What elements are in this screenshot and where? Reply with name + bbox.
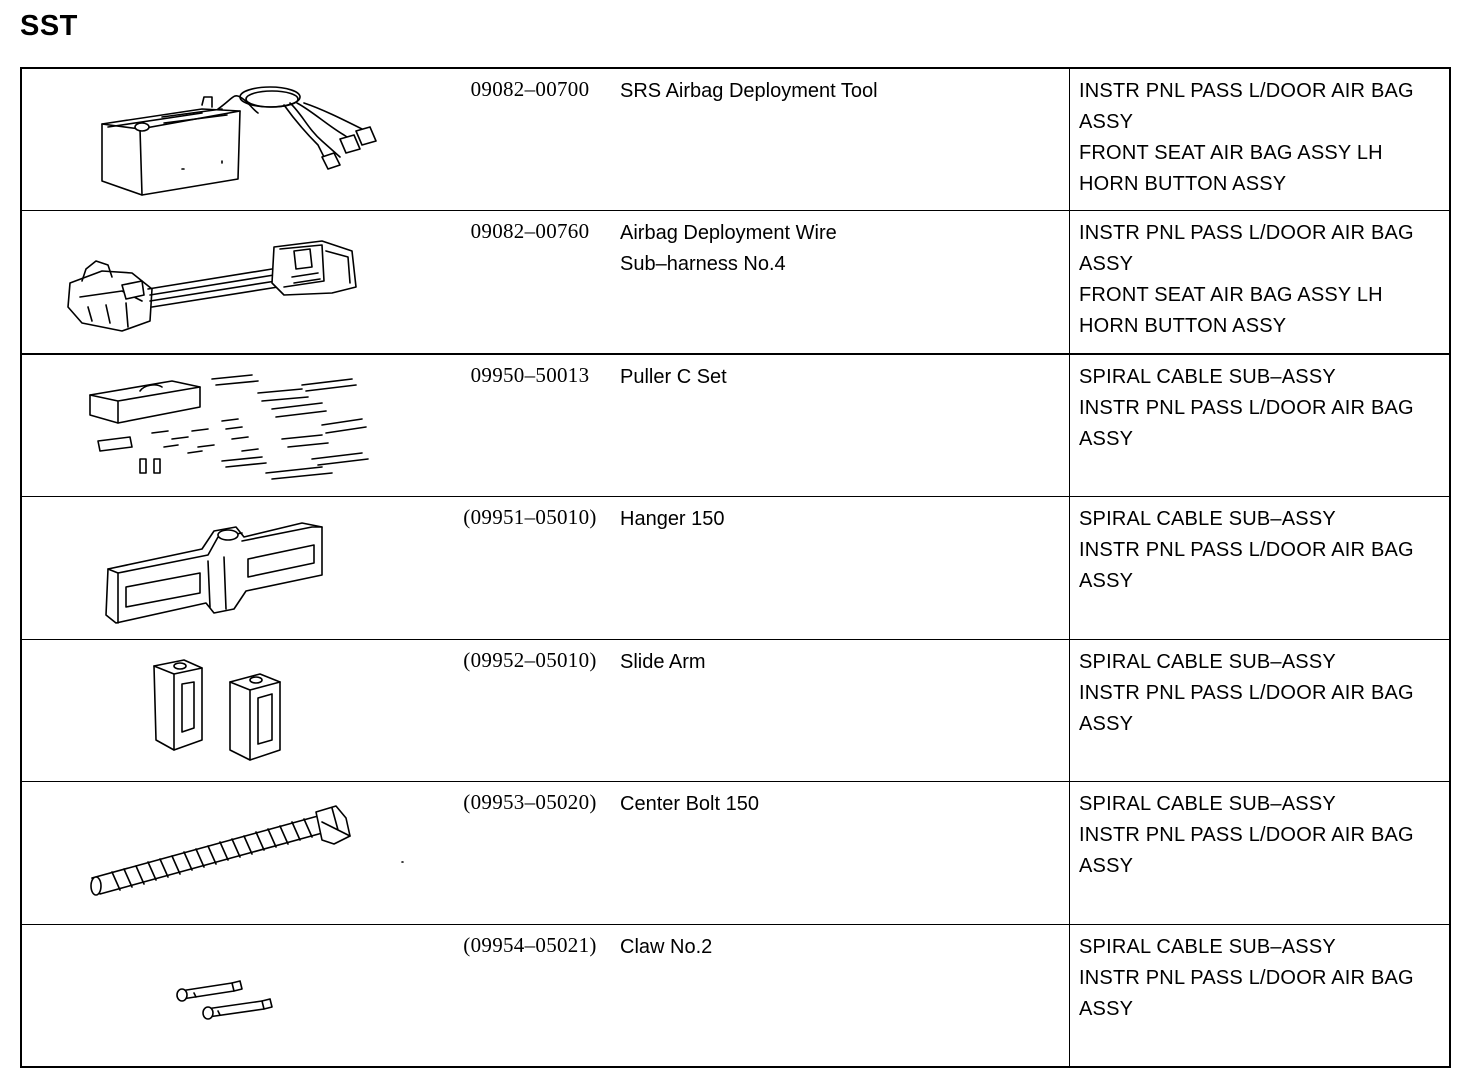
page-title: SST — [20, 10, 78, 42]
tool-name-line: Claw No.2 — [620, 935, 713, 958]
slide-arm-illustration — [22, 640, 442, 781]
usage-line: INSTR PNL PASS L/DOOR AIR BAG — [1079, 824, 1414, 847]
usage-list: SPIRAL CABLE SUB–ASSY INSTR PNL PASS L/D… — [1070, 640, 1449, 781]
tool-name-line: Center Bolt 150 — [620, 793, 759, 816]
usage-list: SPIRAL CABLE SUB–ASSY INSTR PNL PASS L/D… — [1070, 782, 1449, 923]
part-number: 09082–00700 — [470, 77, 590, 101]
usage-line: INSTR PNL PASS L/DOOR AIR BAG — [1079, 966, 1414, 989]
table-row: (09951–05010) Hanger 150 SPIRAL CABLE SU… — [22, 497, 1449, 640]
part-number: (09952–05010) — [463, 647, 597, 672]
usage-line: ASSY — [1079, 570, 1134, 593]
tool-name: Claw No.2 — [618, 924, 1070, 1066]
usage-line: SPIRAL CABLE SUB–ASSY — [1079, 365, 1336, 388]
part-number: 09950–50013 — [470, 362, 590, 387]
usage-line: FRONT SEAT AIR BAG ASSY LH — [1079, 142, 1383, 164]
center-bolt-illustration — [22, 782, 442, 923]
table-row: 09082–00700 SRS Airbag Deployment Tool I… — [22, 69, 1449, 212]
usage-line: ASSY — [1079, 253, 1134, 276]
usage-list: SPIRAL CABLE SUB–ASSY INSTR PNL PASS L/D… — [1070, 355, 1449, 496]
usage-list: INSTR PNL PASS L/DOOR AIR BAG ASSY FRONT… — [1070, 211, 1449, 352]
table-row: (09952–05010) Slide Arm SPIRAL CABLE SUB… — [22, 639, 1449, 783]
part-number: (09951–05010) — [463, 505, 597, 530]
table-row: 09082–00760 Airbag Deployment Wire Sub–h… — [22, 211, 1449, 355]
table-row: (09954–05021) Claw No.2 SPIRAL CABLE SUB… — [22, 924, 1449, 1066]
tool-name: Center Bolt 150 — [618, 782, 1070, 924]
part-number: (09954–05021) — [463, 932, 597, 957]
usage-line: INSTR PNL PASS L/DOOR AIR BAG — [1079, 396, 1414, 419]
tool-name: Airbag Deployment Wire Sub–harness No.4 — [618, 211, 1070, 353]
usage-line: ASSY — [1079, 997, 1134, 1020]
hanger-illustration — [22, 497, 442, 638]
sst-table: 09082–00700 SRS Airbag Deployment Tool I… — [20, 67, 1451, 1068]
usage-list: SPIRAL CABLE SUB–ASSY INSTR PNL PASS L/D… — [1070, 925, 1449, 1066]
usage-line: SPIRAL CABLE SUB–ASSY — [1079, 793, 1336, 816]
tool-name-line: Puller C Set — [620, 365, 727, 388]
table-row: 09950–50013 Puller C Set SPIRAL CABLE SU… — [22, 354, 1449, 498]
usage-line: ASSY — [1079, 427, 1134, 450]
usage-list: SPIRAL CABLE SUB–ASSY INSTR PNL PASS L/D… — [1070, 497, 1449, 638]
part-number: 09082–00760 — [470, 219, 590, 244]
puller-set-illustration — [22, 355, 442, 496]
usage-line: ASSY — [1079, 855, 1134, 878]
usage-line: INSTR PNL PASS L/DOOR AIR BAG — [1079, 80, 1414, 102]
tool-name: Hanger 150 — [618, 497, 1070, 639]
tool-name: SRS Airbag Deployment Tool — [618, 69, 1070, 211]
tool-name-line: SRS Airbag Deployment Tool — [620, 80, 878, 102]
usage-line: FRONT SEAT AIR BAG ASSY LH — [1079, 284, 1383, 307]
usage-line: INSTR PNL PASS L/DOOR AIR BAG — [1079, 681, 1414, 704]
tool-name-line: Airbag Deployment Wire — [620, 222, 837, 245]
usage-line: INSTR PNL PASS L/DOOR AIR BAG — [1079, 539, 1414, 562]
tool-name-line: Slide Arm — [620, 650, 706, 673]
tool-name-line: Sub–harness No.4 — [620, 253, 786, 276]
usage-line: SPIRAL CABLE SUB–ASSY — [1079, 508, 1336, 531]
usage-line: HORN BUTTON ASSY — [1079, 173, 1287, 195]
usage-line: SPIRAL CABLE SUB–ASSY — [1079, 650, 1336, 673]
part-number: (09953–05020) — [463, 790, 597, 815]
usage-line: ASSY — [1079, 712, 1134, 735]
table-row: (09953–05020) Center Bolt 150 SPIRAL CAB… — [22, 782, 1449, 925]
tool-name: Slide Arm — [618, 639, 1070, 782]
usage-list: INSTR PNL PASS L/DOOR AIR BAG ASSY FRONT… — [1070, 69, 1449, 210]
usage-line: HORN BUTTON ASSY — [1079, 315, 1287, 338]
tool-name: Puller C Set — [618, 354, 1070, 497]
usage-line: INSTR PNL PASS L/DOOR AIR BAG — [1079, 222, 1414, 245]
claw-illustration — [22, 925, 442, 1066]
wire-subharness-illustration — [22, 211, 442, 352]
deployment-tool-illustration — [22, 69, 442, 210]
usage-line: ASSY — [1079, 111, 1134, 133]
usage-line: SPIRAL CABLE SUB–ASSY — [1079, 935, 1336, 958]
tool-name-line: Hanger 150 — [620, 508, 725, 531]
